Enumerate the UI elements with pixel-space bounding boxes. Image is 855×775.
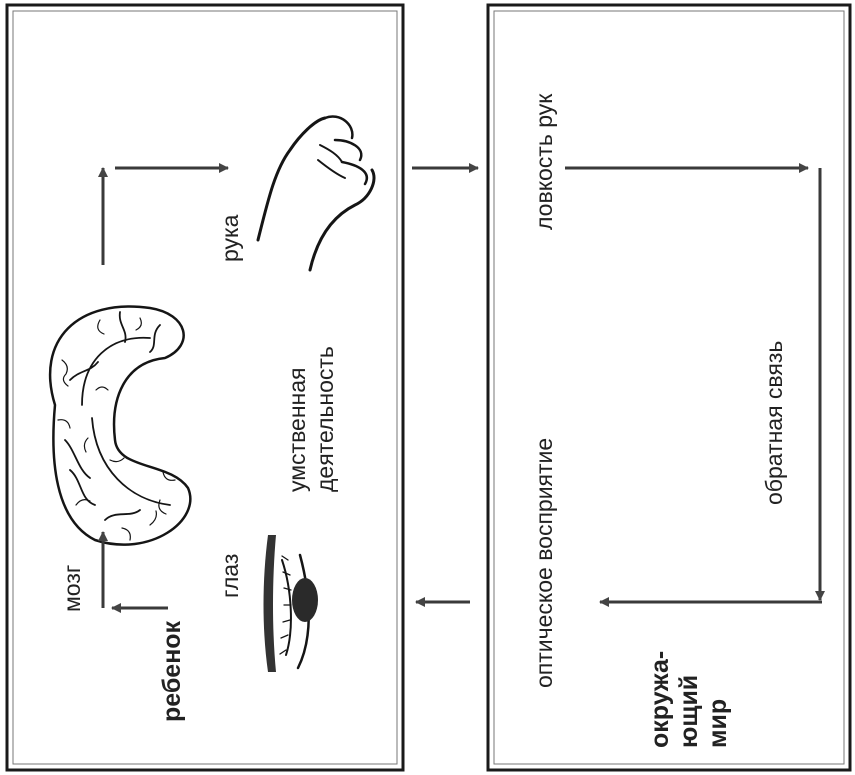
world-label-line2: ющий [675,675,703,748]
eye-icon [264,535,319,672]
hand-icon [258,116,374,270]
world-label-line1: окружа- [646,651,674,748]
mental-label-line1: умственная [284,368,310,493]
child-label: ребенок [158,620,186,722]
right-panel: ловкость рук обратная связь оптическое в… [488,5,850,770]
eye-label: глаз [217,554,243,598]
optical-label: оптическое восприятие [531,438,557,688]
mental-label-line2: деятельность [312,346,338,492]
left-panel: мозг ребенок глаз умственная деятельност… [7,5,403,770]
world-label-line3: мир [704,699,732,748]
brain-icon [50,307,190,545]
hand-label: рука [217,214,243,262]
feedback-label: обратная связь [761,341,787,505]
dexterity-label: ловкость рук [531,93,557,230]
brain-label: мозг [59,565,85,612]
